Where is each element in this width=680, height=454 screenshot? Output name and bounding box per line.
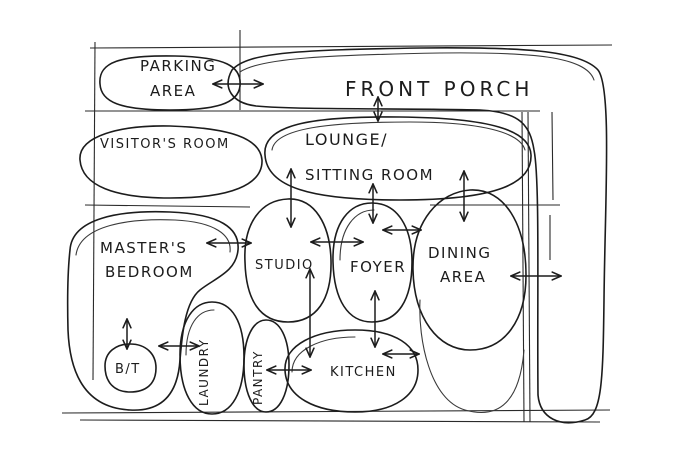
room-labels: PARKING AREA FRONT PORCH VISITOR'S ROOM …	[100, 57, 533, 406]
site-frame	[61, 30, 613, 423]
bubble-lounge	[264, 116, 532, 201]
label-parking-line1: PARKING	[140, 57, 216, 75]
label-dining-line2: AREA	[440, 268, 486, 286]
label-bedroom-line1: MASTER'S	[100, 239, 187, 257]
circulation-arrows	[127, 84, 560, 370]
label-front-porch: FRONT PORCH	[345, 77, 533, 101]
label-parking-line2: AREA	[150, 82, 196, 100]
bubble-laundry	[179, 301, 245, 415]
bubble-dining	[412, 189, 527, 414]
bubble-studio	[244, 198, 332, 323]
label-foyer: FOYER	[350, 258, 406, 276]
bubble-pantry	[243, 319, 290, 413]
label-lounge-line1: LOUNGE/	[305, 130, 388, 149]
label-bedroom-line2: BEDROOM	[105, 263, 194, 281]
label-lounge-line2: SITTING ROOM	[305, 166, 434, 184]
bubble-front-porch	[227, 47, 608, 424]
bubble-bt	[104, 343, 157, 393]
label-kitchen: KITCHEN	[330, 365, 397, 380]
label-studio: STUDIO	[255, 258, 314, 273]
label-bt: B/T	[115, 362, 141, 377]
bubble-visitors-room	[79, 125, 263, 199]
label-visitors-room: VISITOR'S ROOM	[100, 137, 230, 152]
label-pantry: PANTRY	[251, 350, 265, 405]
label-dining-line1: DINING	[428, 244, 491, 262]
label-laundry: LAUNDRY	[197, 338, 211, 406]
